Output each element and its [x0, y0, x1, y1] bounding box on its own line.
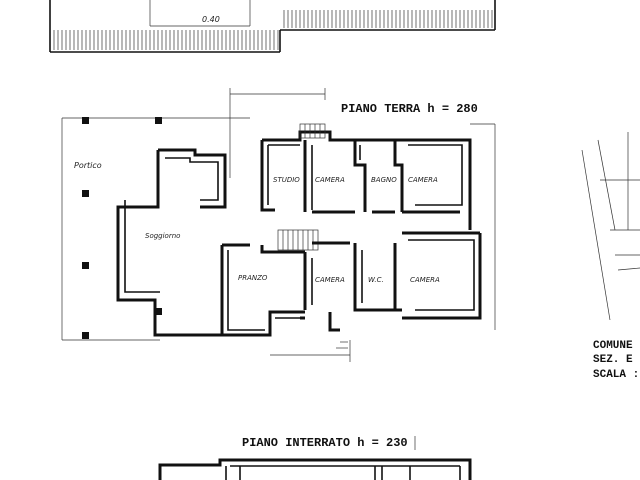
room-label-wc: W.C.: [368, 276, 384, 284]
room-label-pranzo: PRANZO: [238, 274, 268, 282]
room-label-camera-4: CAMERA: [410, 276, 440, 284]
ground-floor-walls: [116, 123, 482, 349]
room-label-camera-2: CAMERA: [408, 176, 438, 184]
dimension-lines: [61, 88, 496, 362]
room-label-camera-3: CAMERA: [315, 276, 345, 284]
room-label-camera-1: CAMERA: [315, 176, 345, 184]
side-note-line-3: SCALA :: [593, 369, 639, 381]
upper-drawing-fragment: 0.40: [49, 0, 496, 53]
room-labels: Portico Soggiorno STUDIO CAMERA BAGNO CA…: [74, 161, 440, 284]
room-label-bagno: BAGNO: [371, 176, 397, 184]
room-label-studio: STUDIO: [273, 176, 300, 184]
ground-floor-title: PIANO TERRA h = 280: [341, 102, 478, 116]
basement-walls: [158, 458, 472, 480]
side-note-line-1: COMUNE: [593, 340, 633, 352]
side-note-line-2: SEZ. E: [593, 354, 633, 366]
stair: [277, 123, 326, 251]
room-label-portico: Portico: [74, 161, 102, 170]
room-label-soggiorno: Soggiorno: [145, 232, 180, 240]
roof-hatching: [53, 10, 493, 50]
portico-columns: [82, 117, 162, 339]
top-dimension-label: 0.40: [202, 15, 220, 24]
basement-title: PIANO INTERRATO h = 230: [242, 436, 408, 450]
side-drawing-fragment: [581, 132, 640, 321]
